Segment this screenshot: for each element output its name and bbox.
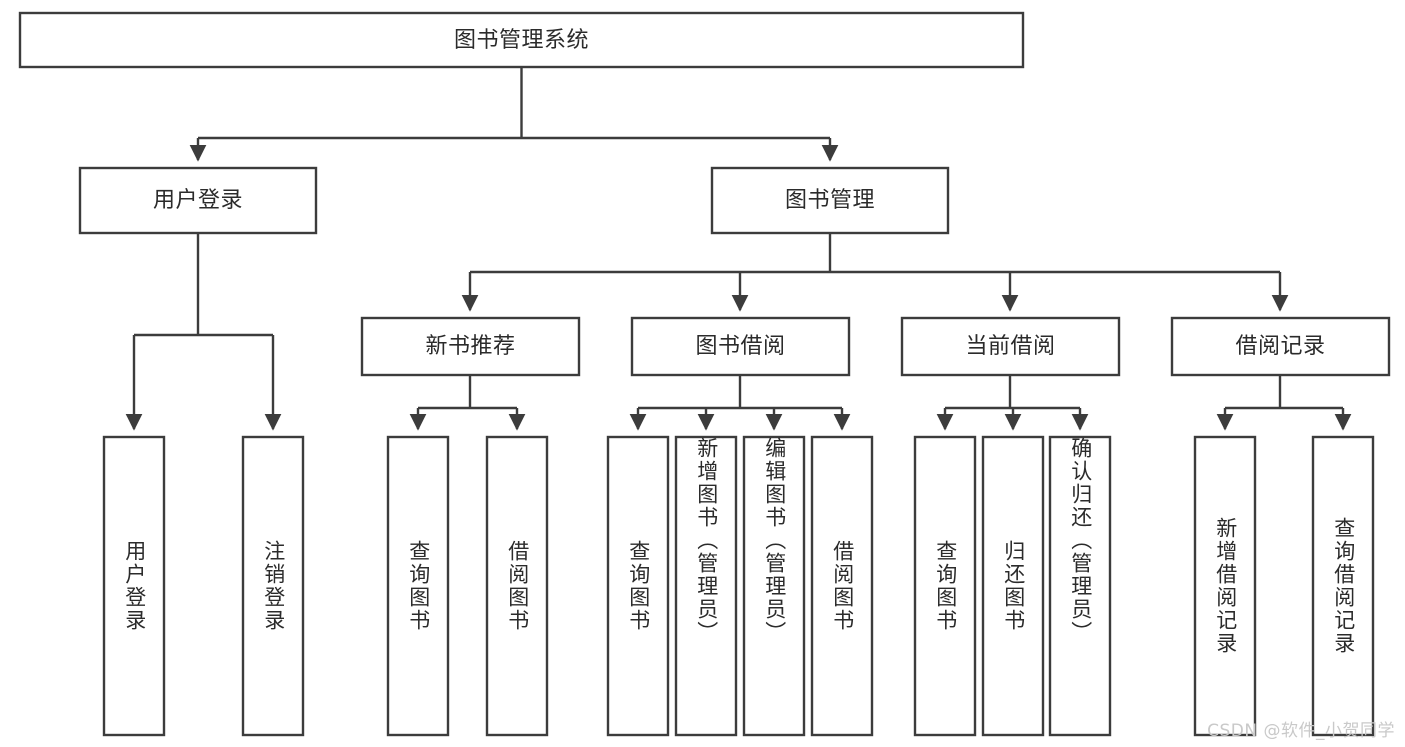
leaf-box-return-book[interactable] [981, 435, 1045, 737]
leaf-box-edit-book-admin[interactable] [742, 435, 806, 737]
connector-book-borrow-to-leaves [629, 375, 851, 431]
node-root[interactable]: 图书管理系统 [18, 11, 1025, 69]
leaf-box-borrow-book-rec[interactable] [485, 435, 549, 737]
node-current-borrow-label: 当前借阅 [965, 334, 1055, 359]
connector-borrow-record-to-leaves [1216, 375, 1352, 431]
leaf-box-query-book-borrow[interactable] [606, 435, 670, 737]
node-book-borrow-label: 图书借阅 [695, 334, 785, 359]
node-borrow-record-label: 借阅记录 [1235, 334, 1325, 359]
connector-new-book-rec-to-leaves [409, 375, 526, 431]
node-new-book-recommend[interactable]: 新书推荐 [360, 316, 581, 377]
leaf-box-logout[interactable] [241, 435, 305, 737]
leaf-box-query-book-rec[interactable] [386, 435, 450, 737]
node-book-management-label: 图书管理 [785, 188, 875, 213]
leaf-box-user-login[interactable] [102, 435, 166, 737]
leaf-box-add-book-admin[interactable] [674, 435, 738, 737]
leaf-box-query-borrow-record[interactable] [1311, 435, 1375, 737]
node-user-login[interactable]: 用户登录 [78, 166, 318, 235]
connector-root-to-level2 [189, 67, 839, 162]
connector-current-borrow-to-leaves [936, 375, 1089, 431]
leaf-box-query-book-current[interactable] [913, 435, 977, 737]
node-current-borrow[interactable]: 当前借阅 [900, 316, 1121, 377]
node-user-login-label: 用户登录 [153, 188, 243, 213]
connector-user-login-to-leaves [125, 233, 282, 431]
leaf-box-add-borrow-record[interactable] [1193, 435, 1257, 737]
connector-book-mgmt-to-level3 [461, 233, 1289, 312]
leaf-box-confirm-return-admin[interactable] [1048, 435, 1112, 737]
watermark: CSDN @软件_小贺同学 [1207, 721, 1395, 741]
node-book-management[interactable]: 图书管理 [710, 166, 950, 235]
node-borrow-record[interactable]: 借阅记录 [1170, 316, 1391, 377]
node-root-label: 图书管理系统 [454, 28, 589, 53]
node-new-book-recommend-label: 新书推荐 [425, 334, 515, 359]
leaf-node-boxes [102, 435, 1375, 737]
node-book-borrow[interactable]: 图书借阅 [630, 316, 851, 377]
leaf-box-borrow-book[interactable] [810, 435, 874, 737]
